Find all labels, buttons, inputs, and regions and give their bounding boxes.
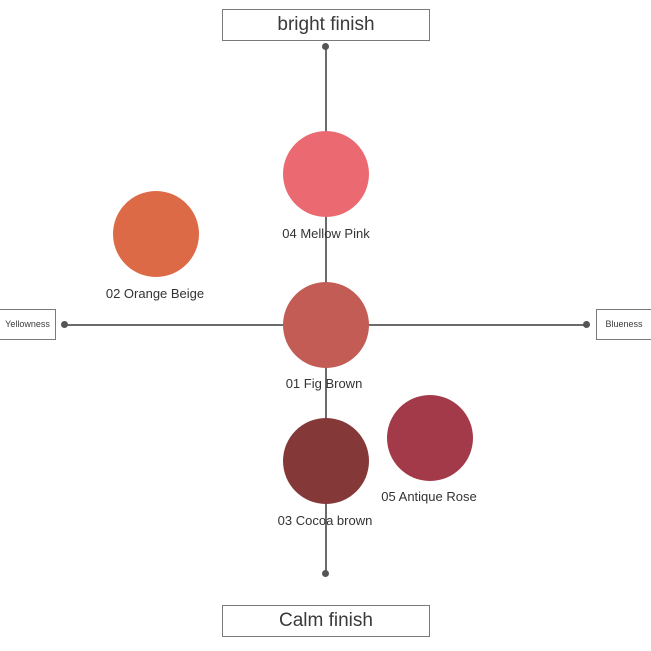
swatch-cocoa-brown bbox=[283, 418, 369, 504]
axis-endpoint-right bbox=[583, 321, 590, 328]
axis-label-top: bright finish bbox=[222, 9, 430, 41]
swatch-label-antique-rose: 05 Antique Rose bbox=[381, 489, 477, 504]
axis-label-right: Blueness bbox=[596, 309, 651, 340]
swatch-label-cocoa-brown: 03 Cocoa brown bbox=[277, 513, 373, 528]
swatch-label-mellow-pink: 04 Mellow Pink bbox=[282, 226, 370, 241]
axis-endpoint-left bbox=[61, 321, 68, 328]
axis-endpoint-top bbox=[322, 43, 329, 50]
swatch-fig-brown bbox=[283, 282, 369, 368]
axis-endpoint-bottom bbox=[322, 570, 329, 577]
swatch-label-orange-beige: 02 Orange Beige bbox=[105, 286, 205, 301]
swatch-label-fig-brown: 01 Fig Brown bbox=[285, 376, 363, 391]
swatch-orange-beige bbox=[113, 191, 199, 277]
swatch-antique-rose bbox=[387, 395, 473, 481]
axis-label-bottom: Calm finish bbox=[222, 605, 430, 637]
swatch-mellow-pink bbox=[283, 131, 369, 217]
axis-label-left: Yellowness bbox=[0, 309, 56, 340]
